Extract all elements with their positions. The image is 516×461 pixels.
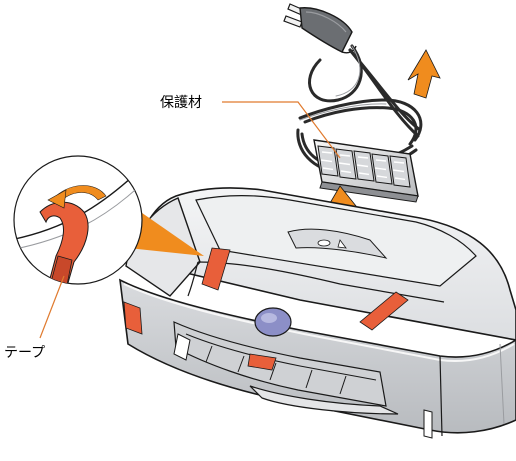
tape-label: テープ: [4, 345, 45, 361]
tape-front-center: [247, 353, 277, 371]
tape-top-right: [359, 291, 409, 331]
paper-guides: [205, 345, 347, 395]
protective-material: [313, 139, 419, 203]
zoom-pointer: [128, 206, 204, 256]
tape-detail-zoom: [13, 155, 204, 285]
right-side-latch: [423, 409, 433, 439]
protective-material-leader: [222, 101, 341, 159]
printer: [119, 187, 516, 439]
tape-front-left: [123, 301, 143, 335]
arrow-up-icon: [407, 49, 441, 99]
power-plug: [283, 3, 357, 54]
tape-leader: [39, 275, 65, 339]
cover-indicators: [317, 239, 347, 249]
front-lever: [173, 333, 191, 361]
curved-arrow-icon: [47, 185, 107, 209]
tape-top-left: [201, 247, 231, 291]
protective-material-label: 保護材: [160, 95, 202, 111]
